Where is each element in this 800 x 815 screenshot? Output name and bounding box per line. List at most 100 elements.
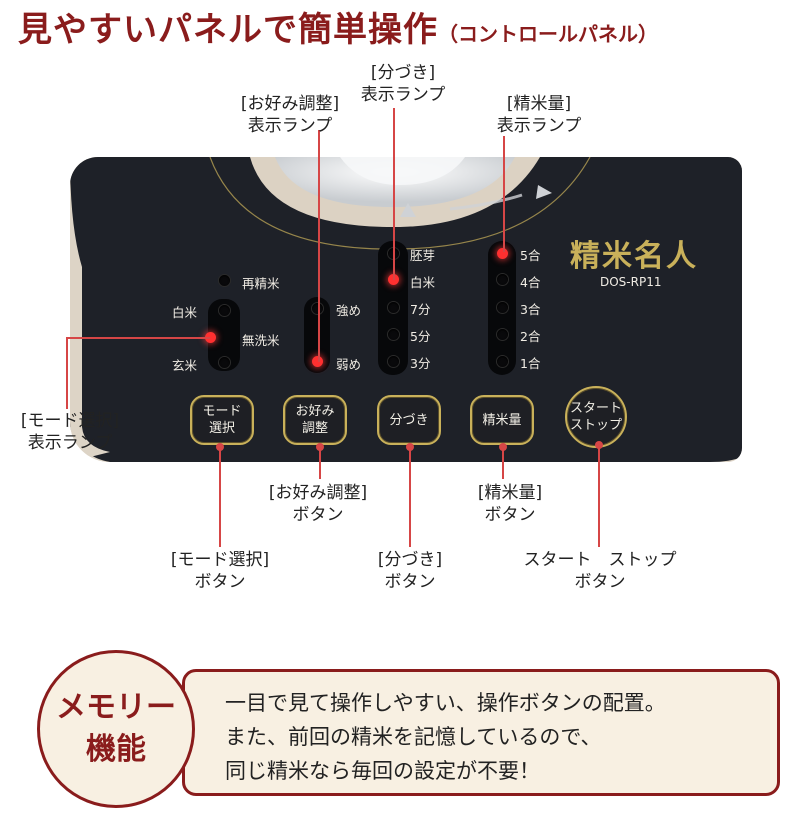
memory-line-3: 同じ精米なら毎回の設定が不要！ — [225, 759, 540, 783]
lamp-resei — [219, 275, 230, 286]
label-bunzuki-hakumai: 白米 — [410, 275, 436, 290]
callout-mode-lamp-line2: 表示ランプ — [27, 433, 113, 453]
memory-badge-line1: メモリー — [56, 690, 176, 725]
bunzuki-button[interactable]: 分づき — [377, 395, 441, 445]
callout-seimai-button-line2: ボタン — [484, 505, 536, 525]
callout-bunzuki-button-line2: ボタン — [384, 572, 436, 592]
callout-start-button-line1: スタート ストップ — [523, 550, 677, 570]
label-musenmai: 無洗米 — [242, 333, 280, 348]
lamp-7bu — [388, 302, 399, 313]
memory-function-badge: メモリー 機能 — [37, 650, 195, 808]
callout-bunzuki-lamp-line1: [分づき] — [370, 63, 436, 83]
label-yowame: 弱め — [336, 357, 362, 372]
callout-seimai-button: [精米量] ボタン — [445, 482, 575, 526]
callout-mode-button: [モード選択] ボタン — [150, 549, 290, 593]
callout-okonomi-button-line1: [お好み調整] — [268, 483, 368, 503]
memory-line-1: 一目で見て操作しやすい、操作ボタンの配置。 — [225, 691, 666, 715]
label-3go: 3合 — [520, 302, 541, 317]
brand-logo: 精米名人 — [570, 239, 698, 274]
label-2go: 2合 — [520, 329, 541, 344]
callout-mode-button-line1: [モード選択] — [170, 550, 270, 570]
callout-seimai-button-line1: [精米量] — [477, 483, 543, 503]
leader-mode-button — [219, 449, 221, 547]
okonomi-button-line1: お好み — [295, 404, 335, 419]
arrow-mark — [536, 185, 552, 199]
lamp-2go — [497, 329, 508, 340]
lamp-1go — [497, 356, 508, 367]
page-title: 見やすいパネルで簡単操作（コントロールパネル） — [18, 2, 658, 51]
okonomi-adjust-button[interactable]: お好み 調整 — [283, 395, 347, 445]
label-7bu: 7分 — [410, 302, 431, 317]
label-5bu: 5分 — [410, 329, 431, 344]
leader-seimai-lamp — [503, 136, 505, 252]
label-5go: 5合 — [520, 248, 541, 263]
dot-start-button — [595, 441, 603, 449]
leader-okonomi-lamp — [318, 130, 320, 362]
start-button-line2: ストップ — [569, 418, 622, 433]
callout-mode-lamp: [モード選択] 表示ランプ — [0, 410, 140, 454]
label-3bu: 3分 — [410, 356, 431, 371]
dot-seimai-button — [499, 443, 507, 451]
memory-badge-line2: 機能 — [86, 732, 146, 767]
leader-seimai-button — [502, 449, 504, 479]
model-number: DOS-RP11 — [600, 275, 662, 289]
leader-bunzuki-lamp — [393, 108, 395, 280]
label-1go: 1合 — [520, 356, 541, 371]
lamp-musenmai — [205, 332, 216, 343]
mode-button-line1: モード — [202, 404, 242, 419]
lamp-5go — [497, 248, 508, 259]
dot-okonomi-button — [316, 443, 324, 451]
lamp-genmai — [219, 357, 230, 368]
callout-seimai-lamp-line2: 表示ランプ — [496, 116, 582, 136]
title-subtitle: （コントロールパネル） — [438, 22, 658, 46]
callout-okonomi-button: [お好み調整] ボタン — [248, 482, 388, 526]
callout-bunzuki-lamp-line2: 表示ランプ — [360, 85, 446, 105]
callout-mode-button-line2: ボタン — [194, 572, 246, 592]
lamp-yowame — [312, 356, 323, 367]
lamp-4go — [497, 274, 508, 285]
callout-okonomi-lamp: [お好み調整] 表示ランプ — [220, 93, 360, 137]
lamp-hakumai — [219, 305, 230, 316]
callout-okonomi-lamp-line2: 表示ランプ — [247, 116, 333, 136]
mode-select-button[interactable]: モード 選択 — [190, 395, 254, 445]
control-panel: 精米名人 DOS-RP11 再精米 白米 無洗米 玄米 強め 弱め 胚芽 白米 … — [70, 157, 742, 462]
lamp-5bu — [388, 329, 399, 340]
leader-okonomi-button — [319, 449, 321, 479]
start-stop-button[interactable]: スタート ストップ — [565, 386, 627, 448]
leader-mode-lamp-v — [66, 337, 68, 409]
bunzuki-button-label: 分づき — [389, 412, 429, 428]
seimai-button-label: 精米量 — [482, 412, 522, 428]
okonomi-button-line2: 調整 — [301, 421, 328, 436]
leader-mode-lamp-h — [66, 337, 210, 339]
arrow-mark — [400, 203, 416, 217]
seimai-amount-button[interactable]: 精米量 — [470, 395, 534, 445]
label-tsuyome: 強め — [336, 303, 362, 318]
label-genmai: 玄米 — [172, 358, 198, 373]
title-main: 見やすいパネルで簡単操作 — [18, 10, 438, 50]
memory-line-2: また、前回の精米を記憶しているので、 — [225, 725, 602, 749]
label-resei: 再精米 — [242, 276, 280, 291]
callout-bunzuki-button-line1: [分づき] — [377, 550, 443, 570]
memory-description-box: 一目で見て操作しやすい、操作ボタンの配置。 また、前回の精米を記憶しているので、… — [182, 669, 780, 796]
leader-start-button — [598, 447, 600, 547]
callout-bunzuki-button: [分づき] ボタン — [345, 549, 475, 593]
callout-bunzuki-lamp: [分づき] 表示ランプ — [338, 62, 468, 106]
dot-bunzuki-button — [406, 443, 414, 451]
label-4go: 4合 — [520, 275, 541, 290]
lamp-3bu — [388, 356, 399, 367]
callout-start-button: スタート ストップ ボタン — [500, 549, 700, 593]
callout-okonomi-lamp-line1: [お好み調整] — [240, 94, 340, 114]
callout-okonomi-button-line2: ボタン — [292, 505, 344, 525]
callout-mode-lamp-line1: [モード選択] — [20, 411, 120, 431]
label-haiga: 胚芽 — [410, 248, 436, 263]
callout-seimai-lamp-line1: [精米量] — [506, 94, 572, 114]
lamp-tsuyome — [312, 303, 323, 314]
lamp-3go — [497, 302, 508, 313]
start-button-line1: スタート — [569, 401, 622, 416]
callout-seimai-lamp: [精米量] 表示ランプ — [474, 93, 604, 137]
callout-start-button-line2: ボタン — [574, 572, 626, 592]
leader-bunzuki-button — [409, 449, 411, 547]
label-hakumai: 白米 — [172, 305, 198, 320]
dot-mode-button — [216, 443, 224, 451]
mode-button-line2: 選択 — [208, 421, 235, 436]
